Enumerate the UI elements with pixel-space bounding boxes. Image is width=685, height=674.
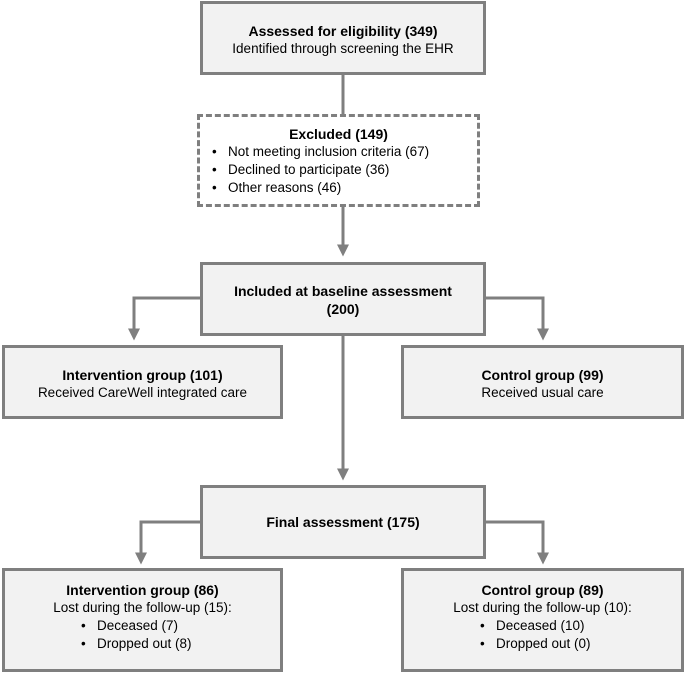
final-title: Final assessment (175) bbox=[266, 514, 420, 530]
arrow-baseline-intervention bbox=[128, 296, 202, 341]
arrow-final-control bbox=[484, 520, 549, 565]
excluded-reasons: Not meeting inclusion criteria (67) Decl… bbox=[206, 143, 471, 197]
intervention-final-reasons: Deceased (7) Dropped out (8) bbox=[75, 617, 280, 653]
control-baseline-box: Control group (99) Received usual care bbox=[401, 345, 684, 419]
baseline-box: Included at baseline assessment (200) bbox=[200, 262, 486, 336]
assessed-subtitle: Identified through screening the EHR bbox=[232, 41, 454, 56]
control-final-reason: Deceased (10) bbox=[474, 617, 681, 635]
intervention-baseline-box: Intervention group (101) Received CareWe… bbox=[2, 345, 283, 419]
final-box: Final assessment (175) bbox=[200, 485, 486, 559]
intervention-final-lost: Lost during the follow-up (15): bbox=[53, 600, 232, 615]
intervention-baseline-title: Intervention group (101) bbox=[62, 367, 223, 383]
intervention-baseline-subtitle: Received CareWell integrated care bbox=[37, 385, 248, 400]
control-final-box: Control group (89) Lost during the follo… bbox=[401, 568, 684, 672]
control-baseline-title: Control group (99) bbox=[481, 367, 604, 383]
assessed-title: Assessed for eligibility (349) bbox=[248, 23, 438, 39]
excluded-reason: Declined to participate (36) bbox=[206, 161, 471, 179]
assessed-box: Assessed for eligibility (349) Identifie… bbox=[200, 1, 486, 75]
intervention-final-reason: Dropped out (8) bbox=[75, 635, 280, 653]
control-final-lost: Lost during the follow-up (10): bbox=[453, 600, 632, 615]
control-baseline-subtitle: Received usual care bbox=[481, 385, 604, 400]
control-final-title: Control group (89) bbox=[481, 582, 604, 598]
excluded-title: Excluded (149) bbox=[289, 126, 388, 142]
excluded-box: Excluded (149) Not meeting inclusion cri… bbox=[197, 114, 480, 207]
baseline-line2: (200) bbox=[326, 301, 360, 317]
excluded-reason: Other reasons (46) bbox=[206, 179, 471, 197]
intervention-final-box: Intervention group (86) Lost during the … bbox=[2, 568, 283, 672]
excluded-reason: Not meeting inclusion criteria (67) bbox=[206, 143, 471, 161]
arrow-final-intervention bbox=[135, 520, 202, 565]
intervention-final-title: Intervention group (86) bbox=[66, 582, 219, 598]
baseline-line1: Included at baseline assessment bbox=[234, 283, 452, 299]
arrow-baseline-control bbox=[484, 296, 549, 341]
control-final-reasons: Deceased (10) Dropped out (0) bbox=[474, 617, 681, 653]
control-final-reason: Dropped out (0) bbox=[474, 635, 681, 653]
intervention-final-reason: Deceased (7) bbox=[75, 617, 280, 635]
